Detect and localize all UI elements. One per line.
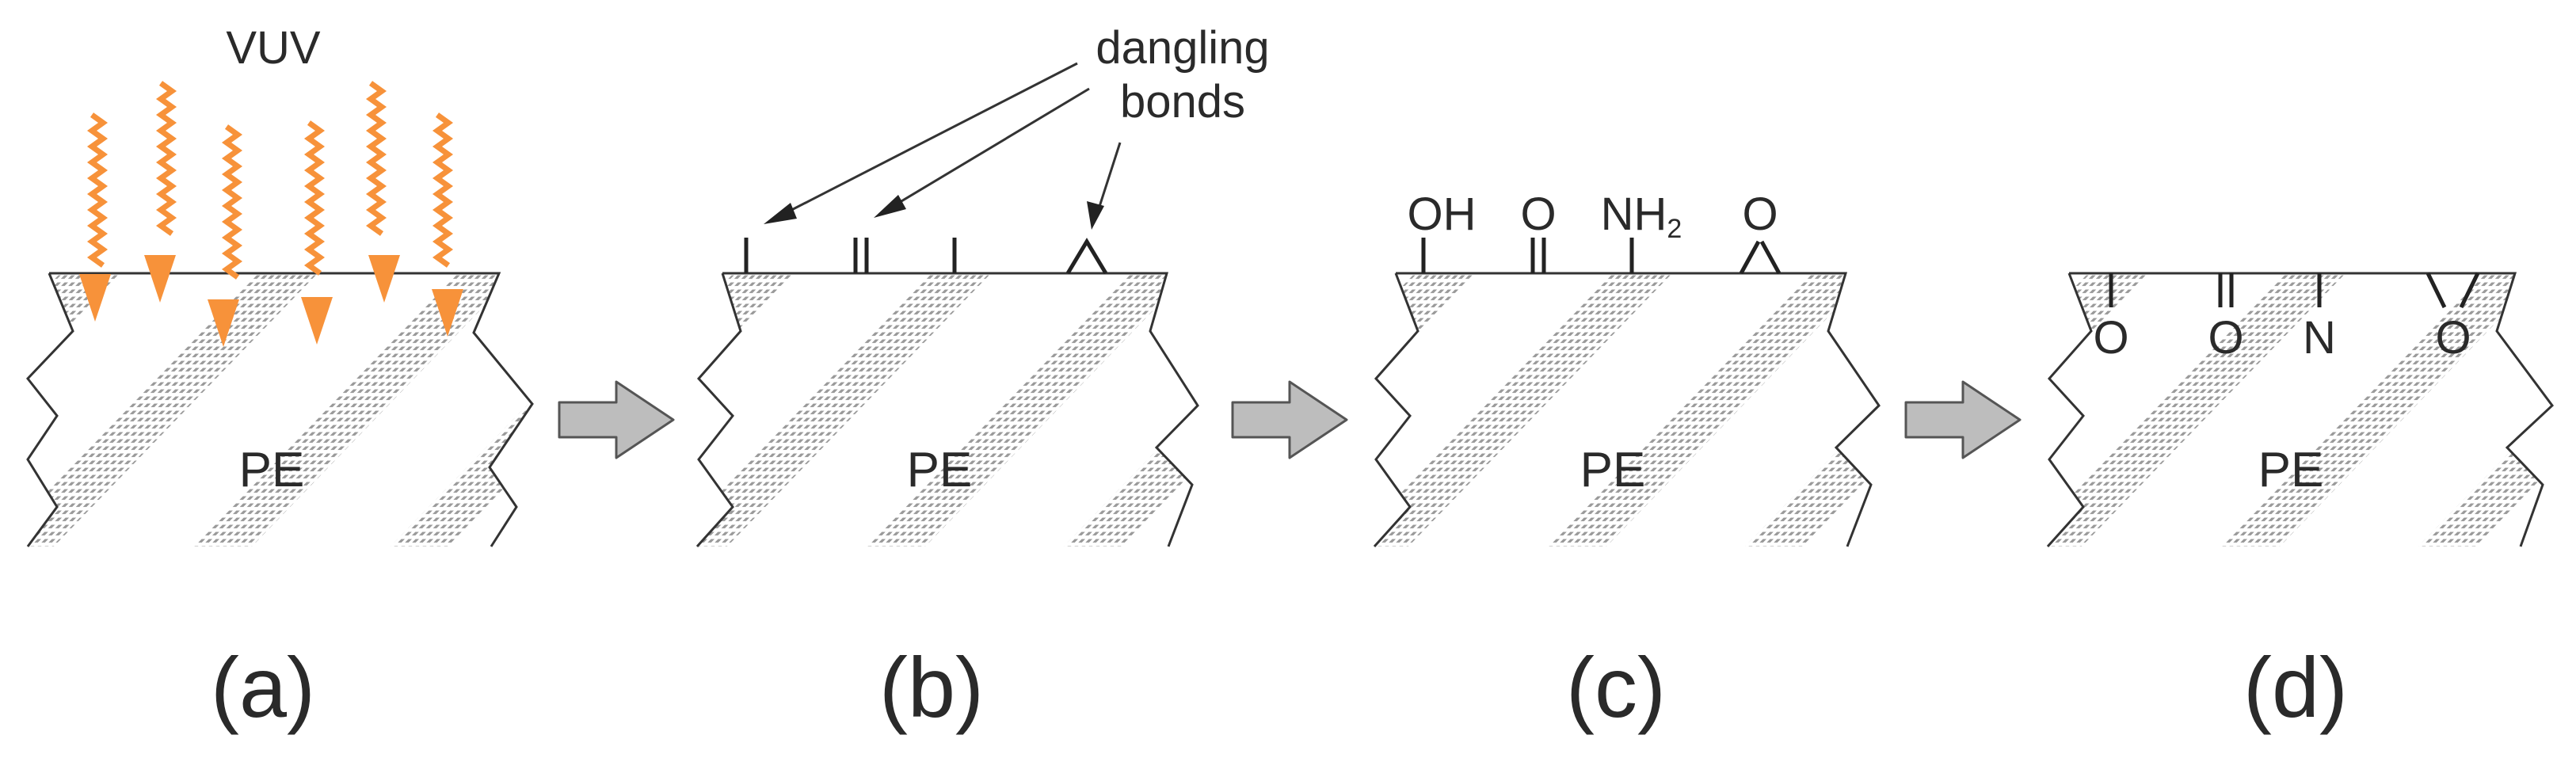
surface-bonds-c [1421,238,1781,275]
carbonyl-oxygen-label-d: O [2208,312,2243,364]
amine-nitrogen-label: N [2303,312,2336,364]
vuv-ray [368,83,400,303]
vuv-ray [144,83,176,303]
dangling-bonds [744,238,1108,275]
callout-arrows [764,62,1122,230]
panel-caption-c: (c) [1566,639,1666,735]
pe-label-d: PE [2258,443,2324,497]
panel-d: O O N O PE (d) [2046,272,2555,735]
panel-caption-d: (d) [2243,639,2348,735]
epoxide-oxygen-label: O [1742,189,1778,240]
process-arrow-1 [558,380,675,459]
dangling-bonds-label-line2: bonds [1120,76,1245,128]
pe-label-a: PE [239,443,305,497]
panel-b: dangling bonds PE (b) [695,22,1270,735]
vuv-label: VUV [226,22,321,74]
vuv-ray [79,115,111,322]
carbonyl-oxygen-label: O [1520,189,1556,240]
vuv-ray [301,123,333,345]
vuv-rays [79,83,463,347]
panel-c: OH O NH2 O PE (c) [1373,189,1881,735]
dangling-bonds-label-line1: dangling [1096,22,1269,74]
embedded-bonds-d [2109,272,2480,309]
amine-group-label: NH2 [1601,189,1682,244]
pe-label-b: PE [907,443,973,497]
process-arrow-3 [1904,380,2022,459]
process-arrow-2 [1231,380,1348,459]
panel-caption-a: (a) [211,639,315,735]
double-dangling-bond [853,238,869,273]
hydroxyl-group-label: OH [1408,189,1477,240]
ether-oxygen-label: O [2093,312,2128,364]
epoxide-oxygen-label-d: O [2435,312,2471,364]
bridging-dangling-bond [1065,238,1108,275]
panel-a: VUV PE (a) [26,22,534,735]
vuv-ray [432,115,463,337]
panel-caption-b: (b) [879,639,984,735]
pe-label-c: PE [1580,443,1646,497]
vuv-ray [208,127,239,347]
